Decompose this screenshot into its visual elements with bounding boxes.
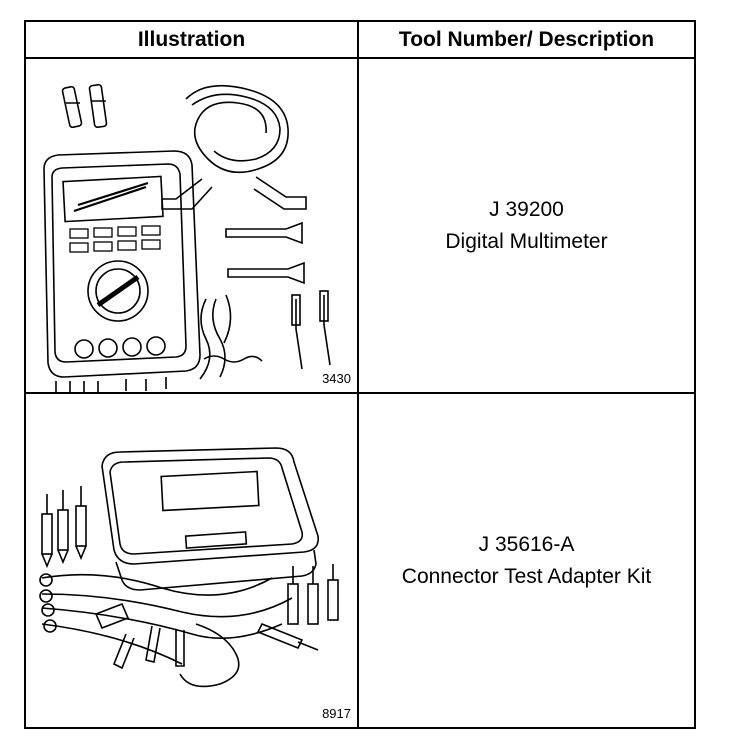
tool-table: Illustration Tool Number/ Description <box>24 20 696 729</box>
multimeter-icon <box>43 150 201 392</box>
test-lead-icon <box>161 84 331 380</box>
adapter-kit-illustration <box>39 447 339 688</box>
figure-number: 3430 <box>322 371 351 386</box>
tool-description: Digital Multimeter <box>445 229 608 253</box>
adapter-lead-icon <box>39 573 319 688</box>
table-row: 8917 J 35616-A Connector Test Adapter Ki… <box>24 392 696 729</box>
tool-number: J 39200 <box>489 197 564 221</box>
tool-number: J 35616-A <box>478 532 575 556</box>
tool-description-cell: J 35616-A Connector Test Adapter Kit <box>357 392 696 729</box>
tool-description: Connector Test Adapter Kit <box>401 564 652 588</box>
header-tool-description: Tool Number/ Description <box>357 20 696 59</box>
header-illustration: Illustration <box>24 20 359 59</box>
header-row: Illustration Tool Number/ Description <box>24 20 696 59</box>
illustration-cell: 3430 <box>24 57 359 394</box>
illustration-cell: 8917 <box>24 392 359 729</box>
fuse-icon <box>61 83 108 129</box>
tool-description-cell: J 39200 Digital Multimeter <box>357 57 696 394</box>
multimeter-illustration <box>43 83 331 392</box>
case-icon <box>101 447 320 591</box>
figure-number: 8917 <box>322 706 351 721</box>
test-probe-icon <box>41 486 339 625</box>
table-row: 3430 J 39200 Digital Multimeter <box>24 57 696 394</box>
